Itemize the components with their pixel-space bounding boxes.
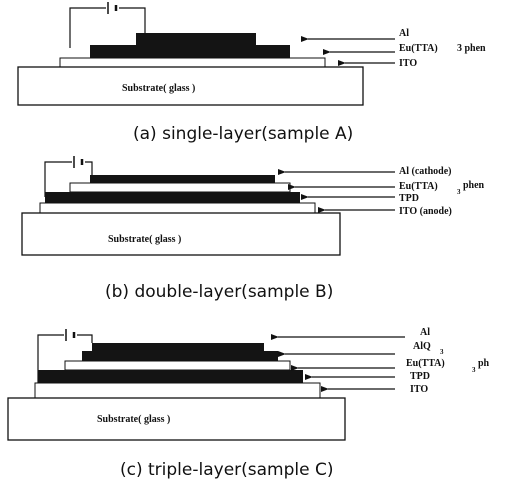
panel-c-tpd-layer (38, 370, 303, 383)
panel-b-eu-subscript: 3 (457, 188, 461, 196)
panel-b-tpd-label: TPD (399, 193, 419, 204)
panel-b-substrate (21, 212, 341, 256)
panel-a-al-label: Al (399, 28, 409, 39)
panel-a-al-electrode (136, 33, 256, 45)
panel-c-ito-label: ITO (410, 384, 428, 395)
panel-b-circuit-wire (44, 161, 72, 197)
panel-c-substrate (7, 397, 346, 441)
panel-a-caption: (a) single-layer(sample A) (133, 124, 353, 144)
panel-c-ito-layer (34, 382, 321, 399)
panel-b-eu-label: Eu(TTA) (399, 181, 438, 192)
panel-c-al-electrode (92, 343, 264, 351)
panel-b-double-layer: Substrate( glass ) Al (cathode) Eu(TTA) … (21, 156, 485, 302)
panel-c-alq-layer (82, 351, 278, 361)
panel-c-substrate-label: Substrate( glass ) (97, 414, 170, 425)
panel-a-substrate-label: Substrate( glass ) (122, 83, 195, 94)
panel-a-substrate (17, 66, 364, 106)
panel-b-caption: (b) double-layer(sample B) (105, 282, 333, 302)
panel-c-eu-tta-layer (64, 360, 291, 371)
panel-a-ito-label: ITO (399, 58, 417, 69)
panel-b-al-label: Al (cathode) (399, 166, 452, 177)
panel-c-eu-subscript: 3 (472, 366, 476, 374)
panel-c-triple-layer: Substrate( glass ) Al AlQ 3 Eu(TTA) 3 ph… (7, 327, 490, 480)
panel-b-ito-label: ITO (anode) (399, 206, 452, 217)
panel-b-tpd-layer (45, 192, 300, 203)
panel-b-eu-tta-layer (69, 182, 291, 193)
panel-a-eu-label: Eu(TTA) (399, 43, 438, 54)
panel-c-circuit-wire-right (77, 334, 93, 343)
panel-a-circuit-wire-right (119, 7, 146, 33)
panel-b-ito-anode (39, 202, 316, 214)
panel-a-eu-tta-layer (90, 45, 290, 58)
panel-c-alq-subscript: 3 (440, 348, 444, 356)
panel-b-al-cathode (90, 175, 275, 183)
panel-c-caption: (c) triple-layer(sample C) (120, 460, 334, 480)
panel-c-eu-label: Eu(TTA) (406, 358, 445, 369)
panel-a-circuit-wire (69, 7, 106, 48)
panel-c-eu-suffix: ph (478, 358, 490, 369)
panel-a-eu-subscript: 3 phen (457, 43, 486, 54)
panel-a-ito-layer (59, 57, 326, 68)
panel-b-circuit-wire-right (85, 161, 93, 175)
panel-c-al-label: Al (420, 327, 430, 338)
panel-b-substrate-label: Substrate( glass ) (108, 234, 181, 245)
panel-a-single-layer: Substrate( glass ) Al Eu(TTA) 3 phen ITO… (17, 2, 486, 144)
panel-b-eu-suffix: phen (463, 180, 485, 191)
panel-c-alq-label: AlQ (413, 341, 431, 352)
panel-c-tpd-label: TPD (410, 371, 430, 382)
panel-c-circuit-wire (37, 334, 64, 383)
